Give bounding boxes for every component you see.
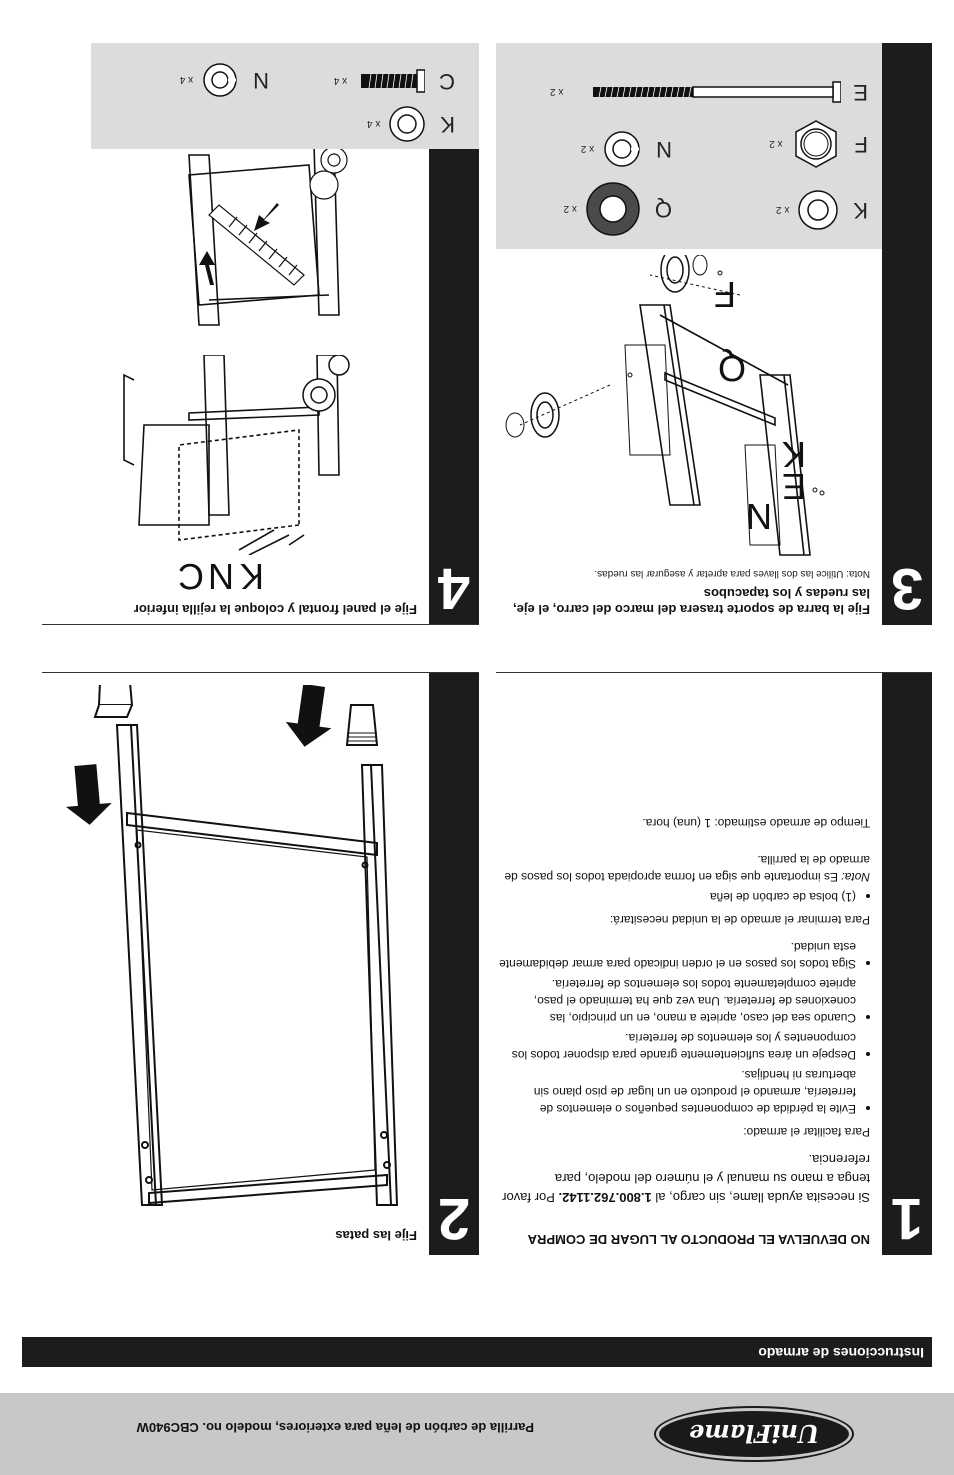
callout-f: F <box>712 274 736 315</box>
short-bolt-icon <box>361 69 426 93</box>
hex-nut-icon <box>794 120 837 168</box>
step-4-hardware-box: C x 4 K x 4 N <box>91 43 479 149</box>
hardware-e: E x 2 <box>550 77 868 107</box>
hardware-k-qty: x 4 <box>366 118 381 130</box>
hardware-n-letter: N <box>656 137 672 162</box>
hardware-k-qty: x 2 <box>775 204 790 216</box>
tip-item: Despeje un área suficientemente grande p… <box>498 1029 856 1063</box>
hardware-n-qty: x 2 <box>580 143 595 155</box>
hardware-f: F x 2 <box>769 119 868 169</box>
step-3-number: 3 <box>890 556 924 621</box>
hardware-q-qty: x 2 <box>563 203 577 215</box>
assembly-time: Tiempo de armado estimado: 1 (una) hora. <box>642 816 870 830</box>
help-phone: 1.800.762.1142. <box>558 1190 652 1205</box>
tip-item: Cuando sea del caso, apriete a mano, en … <box>498 975 856 1026</box>
lock-washer-icon <box>604 131 640 167</box>
hardware-n: N x 4 <box>180 61 269 99</box>
hubcap-icon <box>586 182 640 236</box>
header-band: UniFlame Parrilla de carbón de leña para… <box>0 1393 954 1475</box>
washer-icon <box>798 190 839 230</box>
hardware-c-qty: x 4 <box>333 75 348 87</box>
step-4-title: Fije el panel frontal y coloque la rejil… <box>133 602 417 617</box>
step-2-number: 2 <box>437 1186 471 1251</box>
washer-icon <box>389 106 426 142</box>
front-panel-illustration <box>123 355 350 555</box>
step-2-title: Fije las patas <box>335 1228 417 1243</box>
tips-list: Evite la pérdida de componentes pequeños… <box>498 938 870 1117</box>
brand-logo-text: UniFlame <box>689 1419 819 1449</box>
callout-k: K <box>779 434 806 475</box>
bottom-grate-illustration <box>188 145 348 326</box>
note-text: Es importante que siga en forma apropiad… <box>504 853 870 884</box>
hardware-k: K x 2 <box>776 189 868 231</box>
hardware-q: Q x 2 <box>564 181 672 237</box>
hardware-k-letter: K <box>440 112 455 137</box>
section-title: Instrucciones de armado <box>758 1345 924 1361</box>
tip-item: Evite la pérdida de componentes pequeños… <box>498 1066 856 1117</box>
step-1-body: Si necesita ayuda llame, sin cargo, al 1… <box>498 804 870 1207</box>
cart-frame-axle-illustration <box>505 255 825 556</box>
need-item: (1) bolsa de carbón de leña <box>498 888 856 905</box>
help-prefix: Si necesita ayuda llame, sin cargo, al <box>651 1190 870 1205</box>
brand-logo: UniFlame <box>659 1411 849 1457</box>
hardware-k-letter: K <box>853 198 868 223</box>
lock-washer-icon <box>203 63 237 97</box>
hardware-q-letter: Q <box>654 197 672 222</box>
step-3-hardware-box: E x 2 F x 2 K <box>496 43 882 249</box>
step-1-panel: 1 NO DEVUELVA EL PRODUCTO AL LUGAR DE CO… <box>496 672 932 1255</box>
needs-list: (1) bolsa de carbón de leña <box>498 888 870 905</box>
step-3-number-bar: 3 <box>882 43 932 625</box>
step-1-number-bar: 1 <box>882 673 932 1255</box>
callout-k: K <box>237 556 264 597</box>
hardware-c: C x 4 <box>334 68 455 94</box>
step-4-top-rule <box>42 624 479 625</box>
ease-heading: Para facilitar el armado: <box>743 1125 870 1139</box>
step-1-rule <box>496 672 932 673</box>
step-3-panel: 3 Fije la barra de soporte trasera del m… <box>496 43 932 625</box>
hardware-k: K x 4 <box>367 105 455 143</box>
callout-c: C <box>176 556 204 597</box>
step-2-rule <box>42 672 479 673</box>
step-1-title: NO DEVUELVA EL PRODUCTO AL LUGAR DE COMP… <box>527 1232 870 1247</box>
help-paragraph: Si necesita ayuda llame, sin cargo, al 1… <box>498 1150 870 1207</box>
step-4-number: 4 <box>437 556 471 621</box>
section-bar: Instrucciones de armado <box>22 1337 932 1367</box>
step-1-number: 1 <box>890 1186 924 1251</box>
hardware-n-qty: x 4 <box>179 74 194 86</box>
leg-frame-illustration <box>65 685 399 1206</box>
hardware-e-letter: E <box>853 80 868 105</box>
step-2-panel: 2 Fije las patas <box>42 672 479 1255</box>
step-4-panel: 4 Fije el panel frontal y coloque la rej… <box>42 43 479 625</box>
callout-n: N <box>744 496 772 537</box>
hardware-n: N x 2 <box>581 129 672 169</box>
step-2-number-bar: 2 <box>429 673 479 1255</box>
hardware-c-letter: C <box>439 69 455 94</box>
tip-item: Siga todos los pasos en el orden indicad… <box>498 938 856 972</box>
step-3-title: Fije la barra de soporte trasera del mar… <box>513 586 870 617</box>
hardware-n-letter: N <box>253 68 269 93</box>
callout-n: N <box>206 556 234 597</box>
hardware-e-qty: x 2 <box>549 86 564 98</box>
hardware-f-letter: F <box>854 132 868 157</box>
hardware-f-qty: x 2 <box>769 138 783 150</box>
step-3-note: Nota: Utilice las dos llaves para apreta… <box>594 568 870 579</box>
product-title: Parrilla de carbón de leña para exterior… <box>136 1420 534 1435</box>
long-bolt-icon <box>593 81 842 103</box>
need-heading: Para terminar el armado de la unidad nec… <box>609 913 870 927</box>
note-paragraph: Nota: Es importante que siga en forma ap… <box>498 851 870 885</box>
note-label: Nota: <box>841 870 870 884</box>
callout-q: Q <box>715 348 746 389</box>
